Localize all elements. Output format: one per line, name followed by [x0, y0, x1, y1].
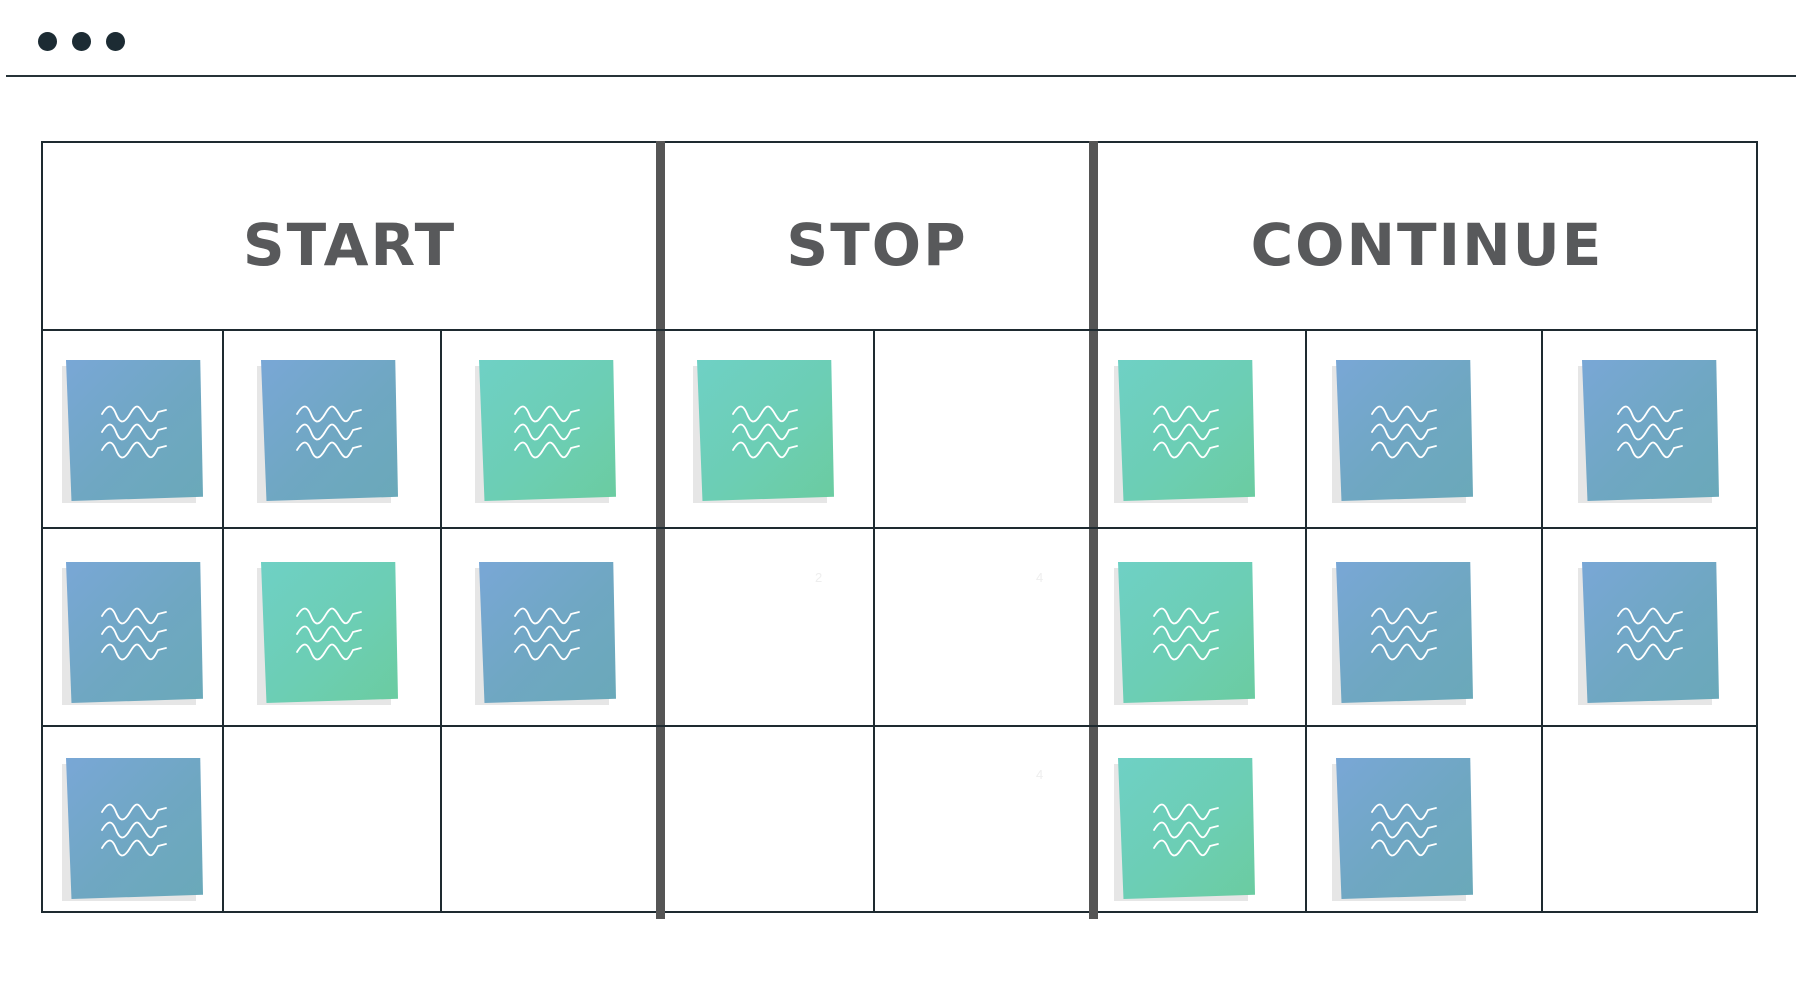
window-divider — [6, 75, 1796, 77]
handwriting-icon — [296, 607, 362, 661]
column-title-start: START — [242, 211, 457, 279]
window-bar — [0, 0, 1800, 78]
handwriting-icon — [101, 405, 167, 459]
note-paper — [66, 758, 203, 899]
dot-icon[interactable] — [72, 32, 91, 51]
handwriting-icon — [1153, 405, 1219, 459]
handwriting-icon — [1617, 607, 1683, 661]
handwriting-icon — [1371, 405, 1437, 459]
faint-mark: 2 — [815, 570, 823, 585]
note-paper — [1118, 758, 1255, 899]
cell-divider — [873, 329, 875, 913]
handwriting-icon — [1153, 607, 1219, 661]
note-paper — [1336, 360, 1473, 501]
cell-divider — [222, 329, 224, 913]
note-paper — [1582, 360, 1719, 501]
note-paper — [479, 360, 616, 501]
row-divider — [41, 725, 1758, 727]
column-divider — [656, 141, 665, 919]
note-paper — [1118, 562, 1255, 703]
handwriting-icon — [101, 803, 167, 857]
note-paper — [261, 562, 398, 703]
header-divider — [41, 329, 1758, 331]
cell-divider — [1305, 329, 1307, 913]
dot-icon[interactable] — [38, 32, 57, 51]
note-paper — [261, 360, 398, 501]
note-paper — [1336, 758, 1473, 899]
column-title-stop: STOP — [786, 211, 968, 279]
handwriting-icon — [1371, 803, 1437, 857]
dot-icon[interactable] — [106, 32, 125, 51]
handwriting-icon — [1617, 405, 1683, 459]
note-paper — [1336, 562, 1473, 703]
note-paper — [66, 360, 203, 501]
cell-divider — [1541, 329, 1543, 913]
note-paper — [1118, 360, 1255, 501]
handwriting-icon — [296, 405, 362, 459]
window-controls — [38, 32, 125, 51]
faint-mark: 4 — [1036, 767, 1044, 782]
note-paper — [479, 562, 616, 703]
cell-divider — [440, 329, 442, 913]
column-title-continue: CONTINUE — [1250, 211, 1604, 279]
handwriting-icon — [514, 607, 580, 661]
handwriting-icon — [732, 405, 798, 459]
faint-mark: 4 — [1036, 570, 1044, 585]
handwriting-icon — [1153, 803, 1219, 857]
handwriting-icon — [101, 607, 167, 661]
handwriting-icon — [1371, 607, 1437, 661]
column-divider — [1089, 141, 1098, 919]
row-divider — [41, 527, 1758, 529]
note-paper — [697, 360, 834, 501]
note-paper — [1582, 562, 1719, 703]
handwriting-icon — [514, 405, 580, 459]
note-paper — [66, 562, 203, 703]
